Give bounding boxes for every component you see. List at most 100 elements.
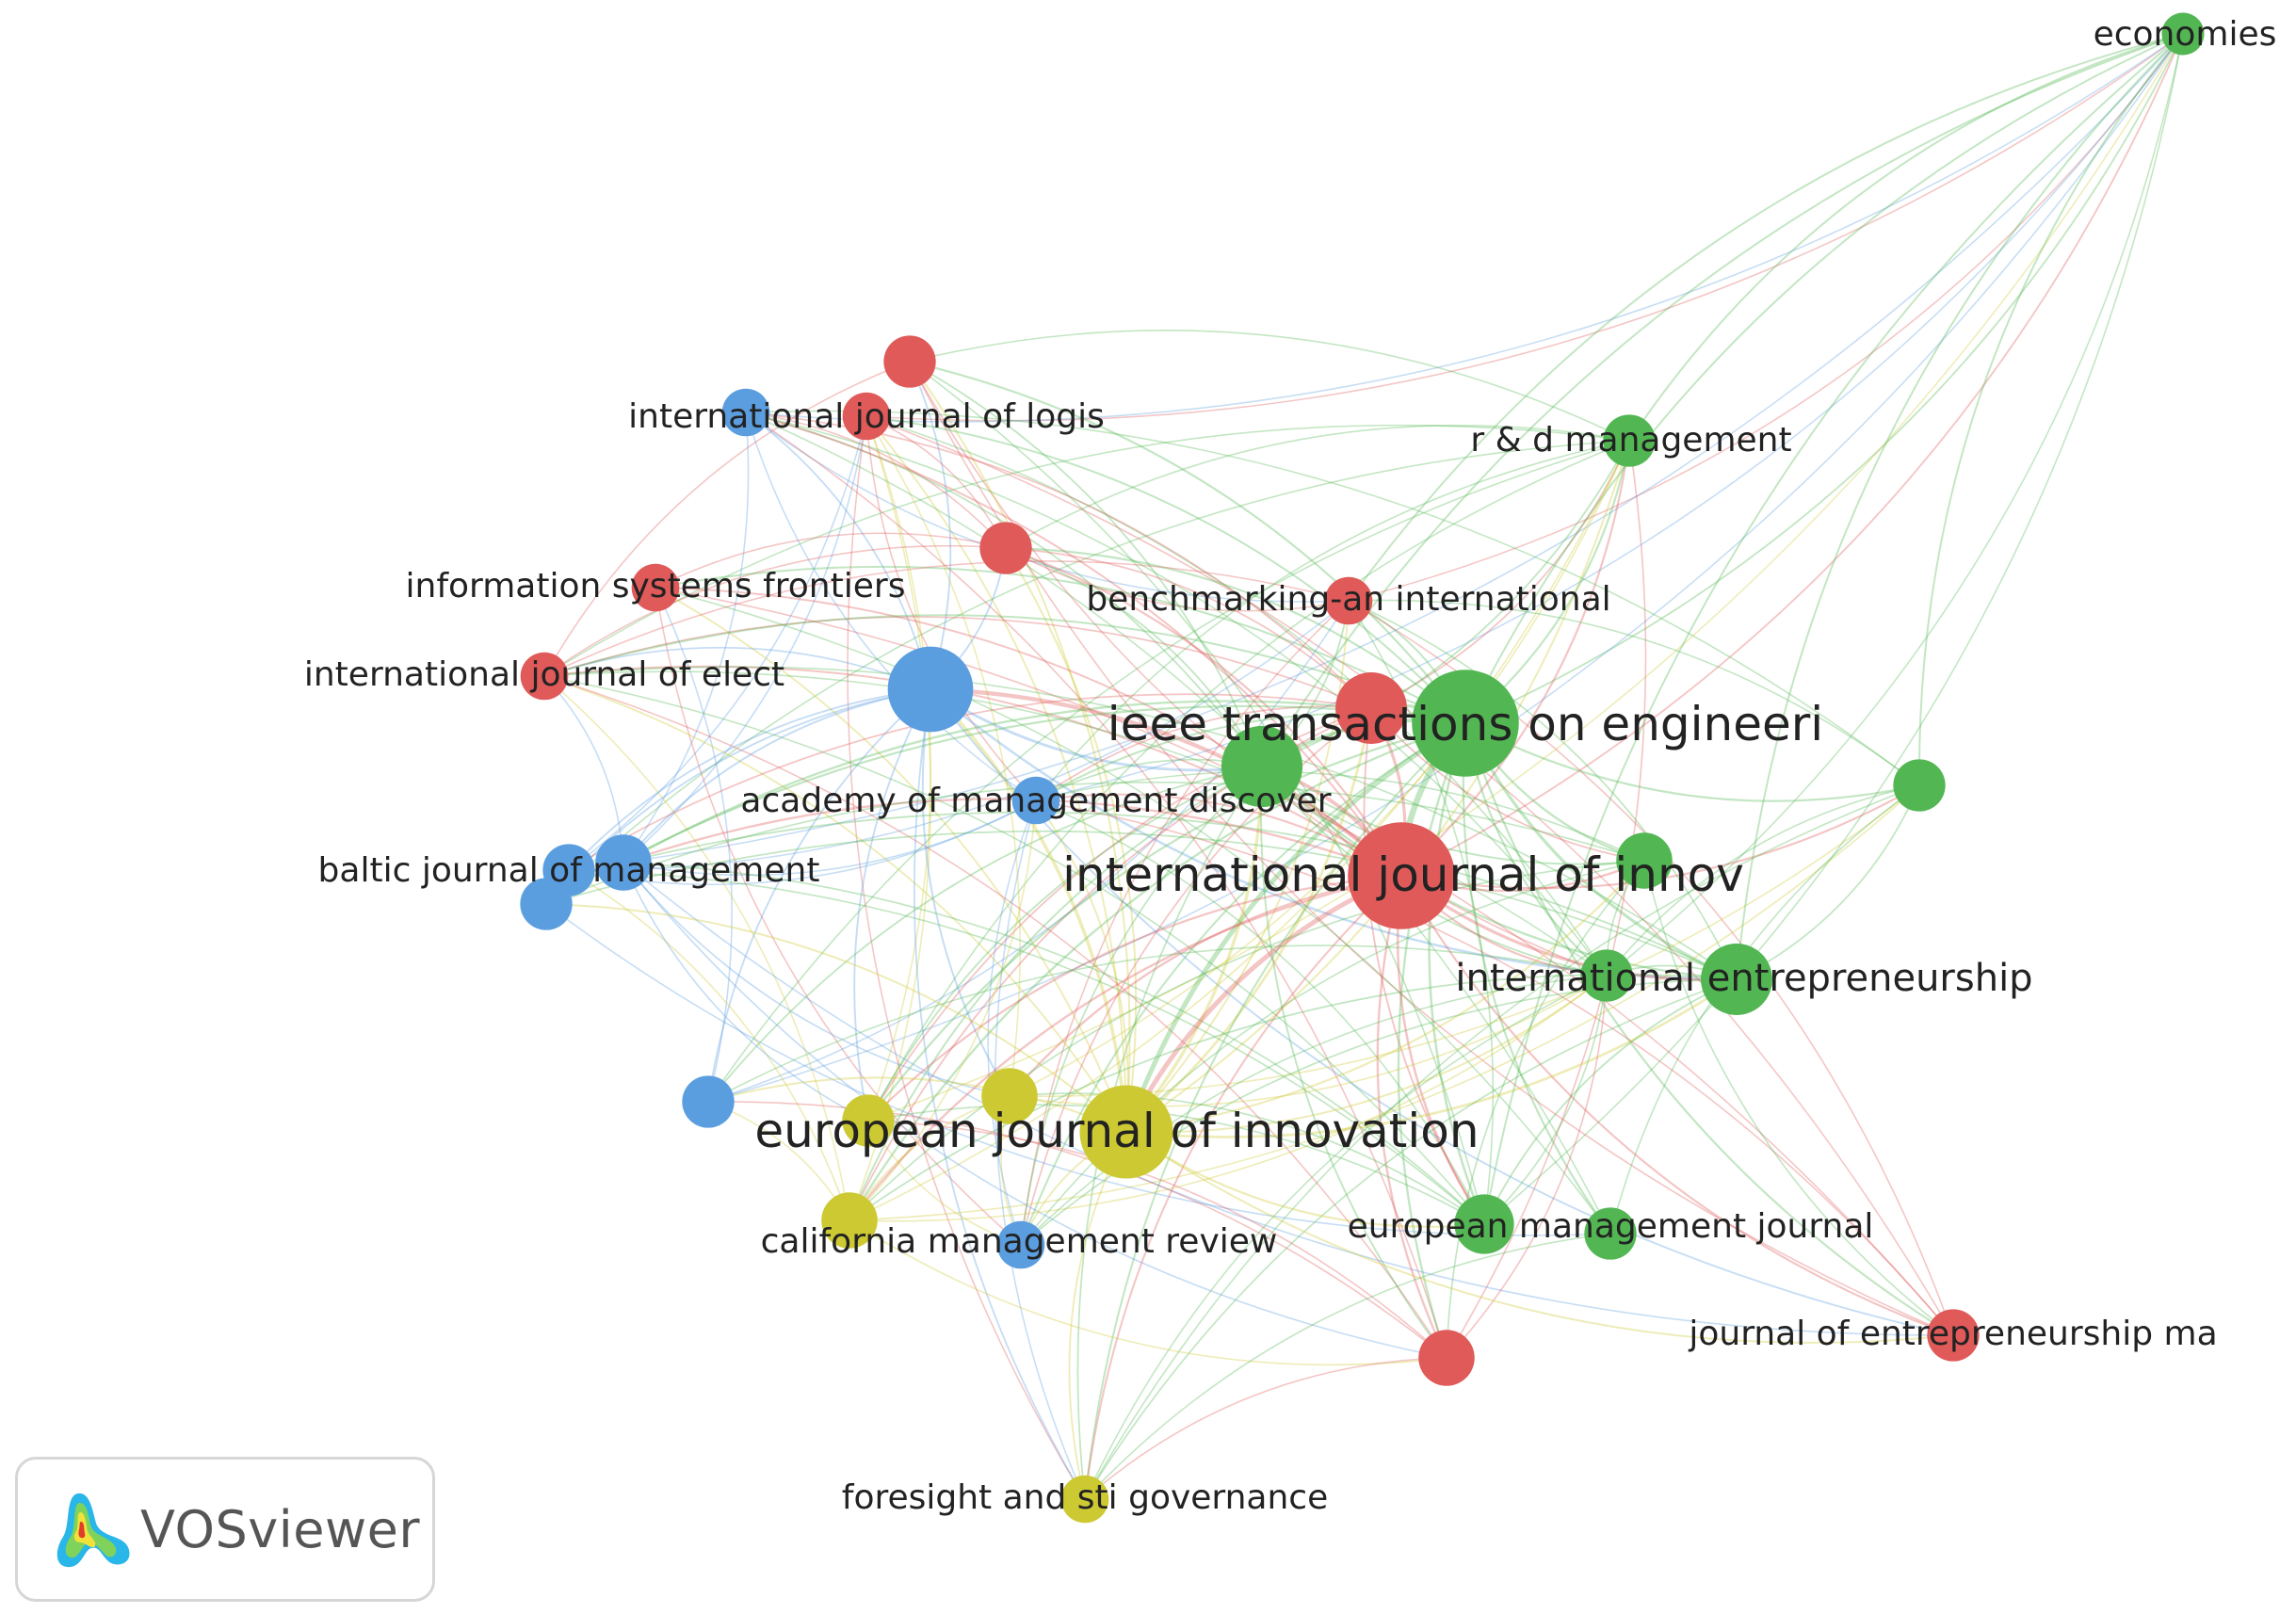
network-link <box>867 874 1402 1122</box>
network-link <box>568 869 850 1221</box>
network-node-fsg[interactable] <box>1060 1475 1109 1524</box>
network-link <box>543 646 931 690</box>
vosviewer-logo-text: VOSviewer <box>140 1499 421 1559</box>
network-node-jem[interactable] <box>1927 1309 1980 1362</box>
network-link <box>623 811 1738 980</box>
node-label-ijelect: international journal of elect <box>304 655 784 694</box>
network-link <box>1370 440 1630 709</box>
network-link <box>1464 33 2184 724</box>
network-node-n_red_low[interactable] <box>1418 1330 1475 1386</box>
network-link <box>1370 707 1645 862</box>
network-node-n_red_top[interactable] <box>883 335 936 388</box>
network-node-n_green_b[interactable] <box>1616 832 1673 889</box>
network-node-ijinnov[interactable] <box>1348 822 1455 929</box>
network-link <box>1736 784 1920 980</box>
network-node-n_yellow_b[interactable] <box>842 1094 895 1147</box>
network-node-amd[interactable] <box>1011 776 1060 825</box>
network-link <box>745 412 1350 603</box>
network-node-eji[interactable] <box>1079 1085 1173 1179</box>
network-node-n_green_right[interactable] <box>1893 759 1946 812</box>
node-label-ieee: ieee transactions on engineeri <box>1108 697 1823 751</box>
network-link <box>909 361 952 690</box>
network-link <box>1260 766 1447 1359</box>
network-node-ieee[interactable] <box>1412 670 1519 777</box>
network-node-n_red_b[interactable] <box>1335 672 1407 744</box>
network-link <box>1035 33 2184 801</box>
network-link <box>545 440 1630 905</box>
network-node-n_blue_left[interactable] <box>520 878 573 930</box>
network-link <box>1084 1357 1447 1500</box>
network-link <box>1125 600 1350 1133</box>
network-node-rd[interactable] <box>1603 414 1656 467</box>
network-link <box>847 415 1086 1500</box>
network-link <box>1400 875 1954 1337</box>
network-node-ijelect[interactable] <box>520 652 569 701</box>
network-link <box>545 704 1466 905</box>
network-link <box>1125 440 1630 1133</box>
network-node-n_blue_cmr[interactable] <box>996 1220 1045 1269</box>
network-node-n_blue_bjm2[interactable] <box>595 834 652 891</box>
network-node-bench[interactable] <box>1324 576 1373 625</box>
network-link <box>849 766 1263 1221</box>
network-link <box>1125 860 1645 1134</box>
network-link <box>543 670 1608 976</box>
network-link <box>1035 440 1630 801</box>
network-link <box>623 412 750 863</box>
network-link <box>1261 766 1738 981</box>
network-node-n_green_a[interactable] <box>1221 725 1303 808</box>
network-node-ijlogis[interactable] <box>842 392 891 441</box>
network-link <box>543 675 1485 1225</box>
network-node-n_blue_big[interactable] <box>887 646 974 733</box>
network-link <box>848 721 1466 1221</box>
network-nodes <box>520 12 2205 1524</box>
node-label-economies: economies <box>2094 15 2277 54</box>
network-link <box>623 862 1011 1097</box>
network-link <box>543 675 624 863</box>
network-node-n_green_emj2[interactable] <box>1584 1207 1637 1260</box>
network-link <box>1376 875 1448 1359</box>
network-link <box>1483 975 1608 1225</box>
network-link <box>1462 722 1611 1235</box>
network-node-n_blue_top[interactable] <box>721 388 770 437</box>
network-link <box>623 862 1447 1359</box>
network-link <box>909 360 1466 724</box>
network-link <box>1606 784 1920 976</box>
network-node-n_blue_low[interactable] <box>682 1075 735 1128</box>
network-link <box>655 586 1402 877</box>
network-link <box>1261 33 2184 767</box>
network-link <box>707 944 1608 1103</box>
network-link <box>1005 547 1138 1133</box>
network-link <box>1348 600 1738 980</box>
network-labels: economies r & d management international j… <box>304 15 2277 1517</box>
network-link <box>865 415 1127 1133</box>
network-node-n_red_mid[interactable] <box>979 522 1032 574</box>
network-link <box>849 874 1402 1221</box>
network-link <box>1348 599 1920 786</box>
network-link <box>1397 722 1467 1359</box>
network-link <box>1348 33 2184 602</box>
network-link <box>909 330 1630 442</box>
network-link <box>1124 766 1264 1134</box>
network-node-n_yellow_a[interactable] <box>981 1068 1038 1124</box>
network-link <box>707 688 931 1103</box>
network-node-cmr[interactable] <box>821 1192 878 1249</box>
network-node-economies[interactable] <box>2161 12 2205 56</box>
network-link <box>930 686 1403 878</box>
network-node-n_green_c[interactable] <box>1580 949 1633 1002</box>
network-node-emj[interactable] <box>1454 1194 1514 1254</box>
network-link <box>1125 975 1608 1134</box>
network-link <box>707 766 1263 1103</box>
network-link <box>707 1076 1127 1133</box>
network-link <box>745 412 1608 976</box>
network-link <box>623 688 931 863</box>
network-node-ient[interactable] <box>1701 944 1772 1015</box>
node-label-rd: r & d management <box>1470 421 1791 460</box>
network-link <box>1463 722 1954 1336</box>
network-link <box>543 560 1350 677</box>
network-link <box>1035 799 1129 1133</box>
network-link <box>909 361 1263 767</box>
network-link <box>623 33 2184 863</box>
network-link <box>1035 770 1645 862</box>
network-node-isf[interactable] <box>631 563 680 612</box>
